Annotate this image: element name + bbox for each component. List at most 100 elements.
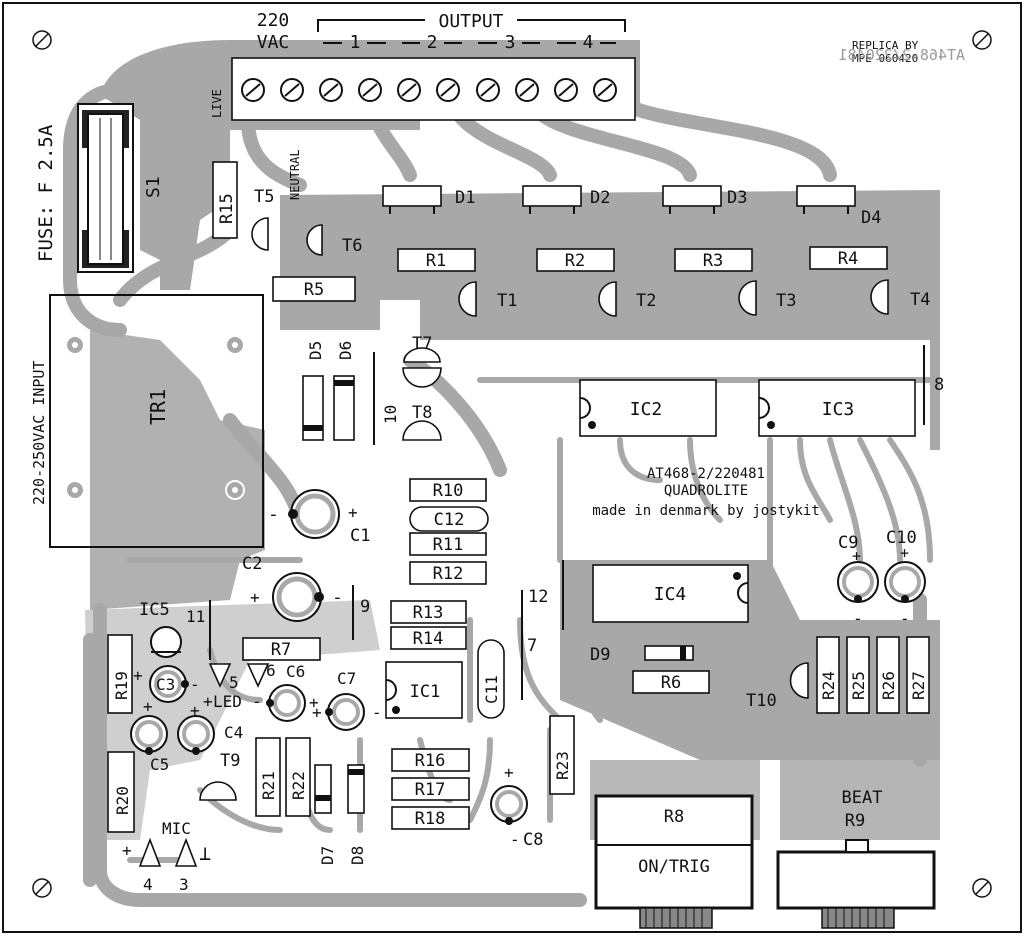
resistor-r20 [107, 751, 135, 833]
input-voltage-label: 220-250VAC INPUT [30, 361, 48, 506]
r13-label: R13 [413, 603, 444, 623]
potentiometer-r8: R8 ON/TRIG [594, 794, 754, 929]
transistor-t1 [458, 281, 477, 317]
ic5 [150, 626, 182, 658]
resistor-r3 [674, 248, 753, 272]
c9-label: C9 [838, 533, 858, 553]
r18-label: R18 [415, 809, 446, 829]
t5-label: T5 [254, 187, 274, 207]
c3-minus: - [190, 675, 200, 694]
fuse-rating-label: FUSE: F 2.5A [35, 124, 57, 262]
d9-label: D9 [590, 645, 610, 665]
diode-d5 [302, 375, 324, 441]
replica-line-1: REPLICA BY [852, 39, 919, 52]
jumper-10-label: 10 [381, 405, 400, 424]
r19-label: R19 [112, 671, 131, 700]
board-name: QUADROLITE [664, 483, 748, 499]
resistors-top-row: R1 R2 R3 R4 [397, 246, 888, 272]
c6-label: C6 [286, 662, 305, 681]
voltage-label-vac: VAC [257, 32, 290, 53]
resistor-r17 [391, 777, 470, 801]
transistor-t10 [789, 662, 809, 699]
capacitor-c5 [130, 715, 168, 755]
c8-plus: + [504, 763, 514, 782]
resistor-r6 [632, 670, 710, 694]
beat-label: BEAT [842, 788, 883, 808]
t8-label: T8 [412, 403, 432, 423]
c1-plus: + [348, 503, 358, 522]
output-numbers: 1 2 3 4 [323, 32, 616, 53]
transistor-t2 [598, 281, 617, 317]
t10-label: T10 [746, 691, 777, 711]
resistor-r21 [255, 737, 281, 817]
transistor-t5 [251, 217, 269, 251]
jumper-11-label: 11 [186, 607, 205, 626]
c9-minus: - [853, 609, 863, 628]
mount-hole-icon [32, 30, 52, 50]
capacitor-c6 [266, 684, 306, 722]
c10-label: C10 [886, 528, 917, 548]
terminal-block [231, 57, 636, 121]
r3-label: R3 [703, 251, 723, 271]
output-number-4: 4 [583, 32, 594, 53]
r9-label: R9 [845, 811, 865, 831]
resistor-r14 [390, 626, 467, 650]
jumper-9-label: 9 [360, 597, 370, 617]
ic2-label: IC2 [630, 399, 663, 420]
r12-label: R12 [433, 564, 464, 584]
ic3: IC3 [758, 379, 916, 437]
transformer-outline [49, 294, 264, 548]
replica-line-2: MPE 060420 [852, 52, 918, 65]
capacitor-c1 [288, 489, 340, 539]
mic-pin-3-label: 3 [179, 875, 189, 894]
c8-minus: - [510, 830, 520, 849]
d8-label: D8 [348, 846, 367, 865]
c2-label: C2 [242, 554, 262, 574]
r23-label: R23 [553, 751, 572, 780]
ic1-label: IC1 [410, 682, 441, 702]
r15-label: R15 [217, 193, 237, 224]
output-title: OUTPUT [438, 11, 503, 32]
resistors-r24-r27: R24 R25 R26 R27 [816, 636, 930, 714]
transformer-pads [65, 335, 245, 500]
r24-label: R24 [819, 671, 838, 700]
r14-label: R14 [413, 629, 444, 649]
c9-plus: + [852, 547, 861, 565]
resistor-r16 [391, 748, 470, 772]
resistor-r25 [846, 636, 870, 714]
fuse-holder [77, 103, 134, 273]
jumper-6-label: 6 [266, 661, 276, 680]
jumper-7-label: 7 [527, 636, 537, 656]
capacitor-c9 [837, 561, 879, 603]
c11-label: C11 [482, 675, 501, 704]
c7-minus: - [372, 703, 382, 722]
t7-label: T7 [412, 334, 432, 354]
board-maker: made in denmark by jostykit [592, 503, 820, 519]
r10-label: R10 [433, 481, 464, 501]
led-label: LED [213, 692, 242, 711]
resistor-r1 [397, 248, 476, 272]
transformer-label: TR1 [146, 389, 170, 425]
mic-pin-4-label: 4 [143, 875, 153, 894]
r1-label: R1 [426, 251, 446, 271]
c2-minus: - [332, 587, 343, 608]
mic-pin-4-icon [138, 837, 162, 867]
jumper-5-icon [208, 663, 232, 688]
jumper-6-icon [246, 663, 270, 688]
voltage-label-220: 220 [257, 10, 290, 31]
resistor-r23 [549, 715, 575, 795]
transistor-t7 [402, 367, 442, 388]
r27-label: R27 [909, 671, 928, 700]
c1-label: C1 [350, 526, 370, 546]
resistor-r26 [876, 636, 900, 714]
d7-label: D7 [318, 846, 337, 865]
d6-label: D6 [336, 341, 355, 360]
capacitor-c10 [884, 561, 926, 603]
r17-label: R17 [415, 780, 446, 800]
c6-plus: + [309, 693, 319, 712]
mounting-holes [32, 30, 992, 898]
transistor-t8 [402, 420, 442, 441]
ic5-label: IC5 [139, 600, 170, 620]
capacitor-c3 [149, 665, 189, 703]
